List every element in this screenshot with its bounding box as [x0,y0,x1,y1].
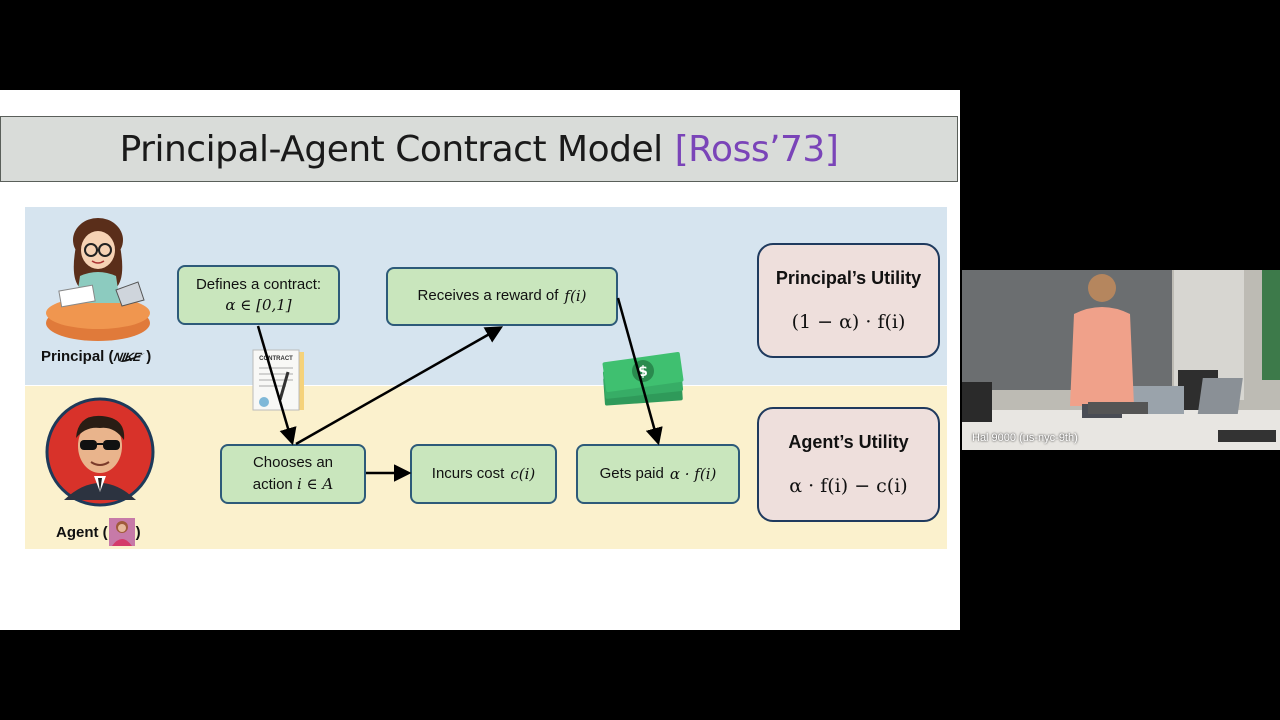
principal-illustration-icon [46,218,150,341]
choose-action-box: Chooses an action i ∈ A [220,444,366,504]
principal-utility-box: Principal’s Utility (1 − α) · f(i) [757,243,940,358]
slide-title: Principal-Agent Contract Model[Ross’73] [120,129,839,170]
participant-name: Hal 9000 (us-nyc-9th) [972,432,1078,444]
presentation-slide: Principal-Agent Contract Model[Ross’73] … [0,90,960,630]
arrow-contract-to-choose [256,325,297,446]
agent-label: Agent ( ) [56,518,141,546]
arrow-reward-to-paid [616,297,663,446]
video-frame [962,270,1280,450]
contract-doc-label: CONTRACT [259,356,293,362]
incur-cost-box: Incurs cost c(i) [410,444,557,504]
money-stack-icon: $ [602,351,684,406]
arrow-choose-to-reward [295,326,504,446]
agent-utility-box: Agent’s Utility α · f(i) − c(i) [757,407,940,522]
principal-label: Principal (NIKE) [41,348,152,365]
contract-document-icon: CONTRACT [252,349,304,411]
title-citation: [Ross’73] [674,128,839,170]
dollar-sign: $ [638,364,648,380]
receive-reward-box: Receives a reward of f(i) [386,267,618,326]
agent-avatar-icon [45,397,155,507]
slide-title-bar: Principal-Agent Contract Model[Ross’73] [0,116,958,182]
define-contract-box: Defines a contract: α ∈ [0,1] [177,265,340,325]
title-main-text: Principal-Agent Contract Model [119,128,664,170]
swoosh-icon [119,353,146,363]
get-paid-box: Gets paid α · f(i) [576,444,740,504]
flow-arrows [256,297,663,482]
influencer-photo-icon [108,518,135,546]
participant-video-tile[interactable]: Hal 9000 (us-nyc-9th) [962,270,1280,450]
